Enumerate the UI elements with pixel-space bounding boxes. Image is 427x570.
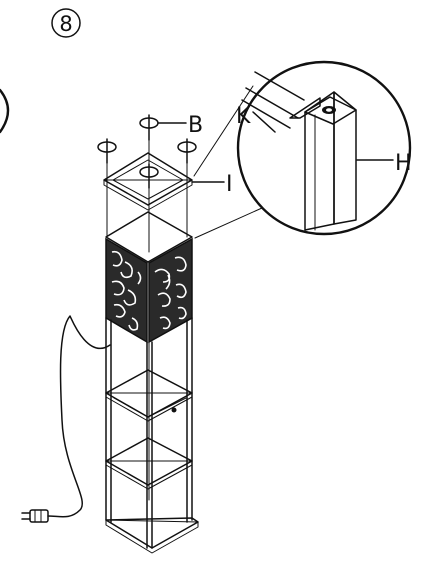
detail-circle: [236, 60, 412, 236]
bolt-right: [177, 138, 197, 238]
switch-knob: [171, 407, 177, 413]
detail-magnifier: [236, 60, 412, 236]
lattice-panel-left: [105, 237, 148, 344]
step-badge: 8: [51, 8, 81, 38]
tower-body: [105, 211, 199, 554]
step-number: 8: [59, 12, 72, 36]
label-h: H: [395, 151, 412, 176]
previous-detail-circle-edge: [0, 88, 10, 134]
step-circle: [51, 8, 81, 38]
bolt-left: [97, 138, 117, 238]
power-plug: [21, 509, 49, 523]
power-cord: [47, 315, 111, 518]
label-k: K: [236, 104, 251, 129]
top-frame-i: [103, 152, 193, 211]
detail-leader-lower: [194, 207, 263, 239]
bolt-center: [139, 163, 159, 253]
label-i: I: [226, 172, 233, 197]
label-b: B: [188, 113, 203, 138]
